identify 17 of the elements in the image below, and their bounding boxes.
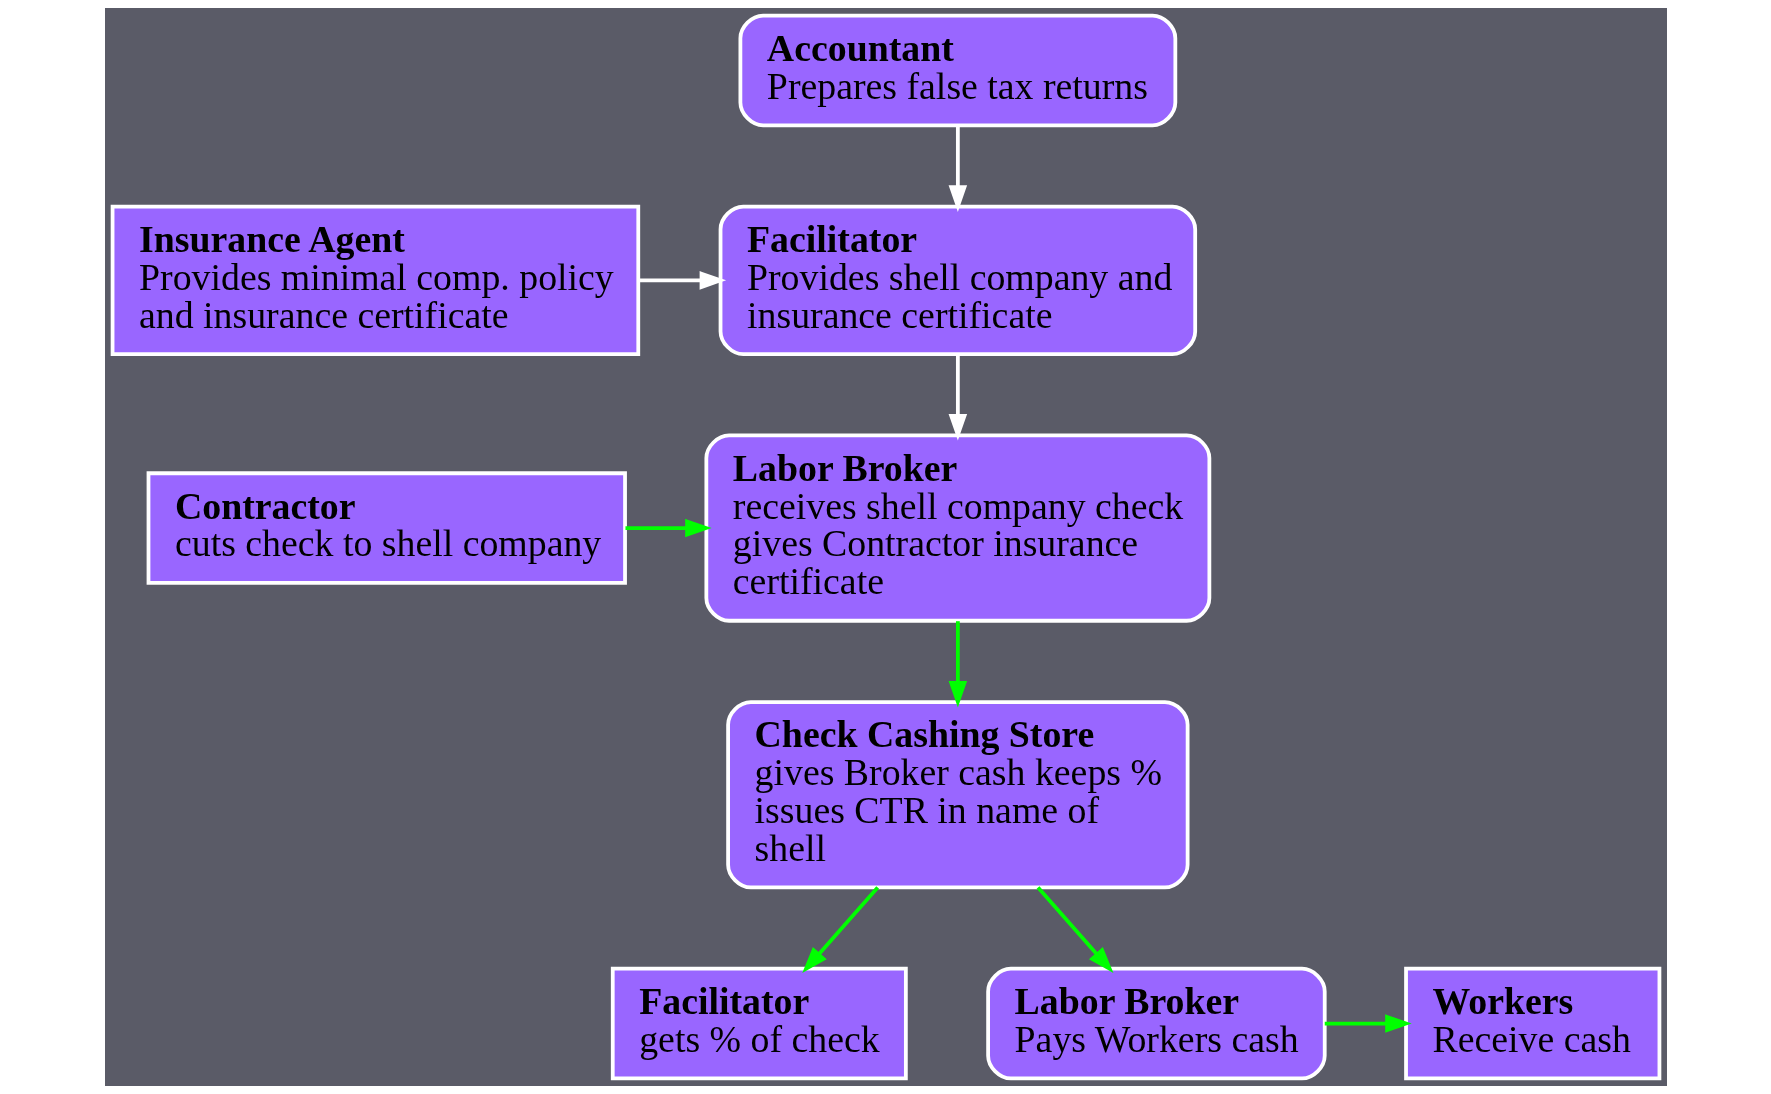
node-box: Workers Receive cash bbox=[1403, 966, 1661, 1081]
arrow bbox=[948, 125, 967, 212]
arrow bbox=[1036, 886, 1113, 973]
arrow bbox=[1324, 1014, 1412, 1033]
node-box: Accountant Prepares false tax returns bbox=[738, 13, 1177, 128]
node-box: Facilitator gets % of check bbox=[610, 966, 908, 1081]
arrow bbox=[948, 354, 967, 441]
node-box: Labor Broker receives shell company check gives Contractor insurance certificate bbox=[703, 433, 1211, 623]
node-box: Facilitator Provides shell company and insurance certificate bbox=[718, 204, 1197, 356]
arrow bbox=[948, 621, 967, 708]
node-box: Labor Broker Pays Workers cash bbox=[985, 966, 1327, 1081]
node-box: Insurance Agent Provides minimal comp. policy and insurance certificate bbox=[110, 204, 640, 356]
arrow bbox=[801, 886, 879, 973]
arrow bbox=[638, 271, 726, 290]
arrow bbox=[624, 518, 712, 538]
node-box: Check Cashing Store gives Broker cash keeps % issues CTR in name of shell bbox=[725, 700, 1189, 890]
node-box: Contractor cuts check to shell company bbox=[146, 471, 627, 585]
